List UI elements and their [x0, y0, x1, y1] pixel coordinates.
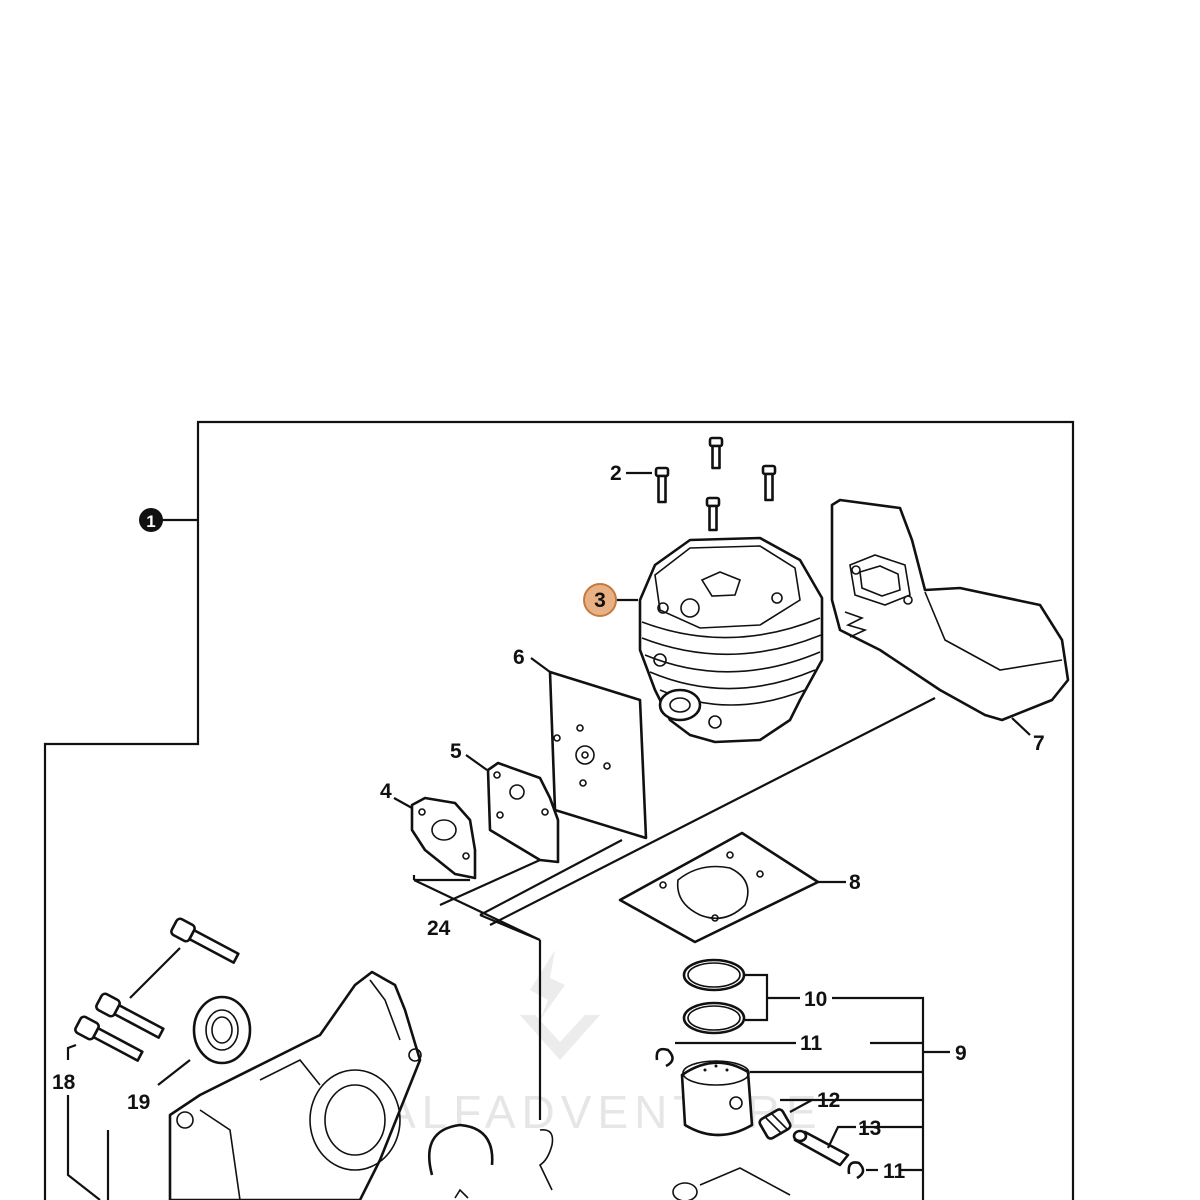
- callout-13: 13: [858, 1117, 881, 1140]
- partial-parts-bottom: [454, 1167, 791, 1200]
- crankcase-bolts: [74, 917, 240, 1062]
- piston: [680, 1060, 754, 1137]
- callout-7: 7: [1033, 732, 1045, 755]
- piston-circlip-upper: [655, 1047, 674, 1068]
- cylinder-gasket-8: [618, 831, 820, 944]
- gasket-4: [410, 796, 477, 880]
- callout-4: 4: [380, 780, 392, 803]
- retaining-ring: [427, 1123, 494, 1176]
- callout-10: 10: [804, 988, 827, 1011]
- callout-11-upper: 11: [800, 1032, 823, 1055]
- highlighted-callout-3: 3: [583, 583, 617, 617]
- callout-8: 8: [849, 871, 861, 894]
- crankcase: [168, 970, 422, 1200]
- cylinder: [638, 536, 824, 744]
- main-callout: 1: [139, 508, 198, 532]
- callout-3: 3: [594, 589, 606, 612]
- heat-shield: [830, 498, 1070, 722]
- spring-clip: [538, 1128, 554, 1191]
- callout-18: 18: [52, 1071, 76, 1094]
- piston-rings: [682, 958, 746, 1035]
- callout-2: 2: [610, 462, 622, 485]
- needle-bearing: [758, 1108, 792, 1140]
- piston-pin: [792, 1129, 850, 1167]
- callout-12: 12: [817, 1089, 840, 1112]
- callout-19: 19: [127, 1091, 150, 1114]
- piston-circlip-lower: [847, 1161, 865, 1180]
- main-callout-number: 1: [146, 512, 155, 531]
- gasket-6: [548, 670, 648, 840]
- callout-6: 6: [513, 646, 525, 669]
- leader-24: [412, 697, 936, 1120]
- assembly-frame: [43, 420, 1075, 1200]
- callout-5: 5: [450, 740, 462, 763]
- callout-11-lower: 11: [883, 1160, 906, 1183]
- callout-9: 9: [955, 1042, 967, 1065]
- bracket-9: [780, 996, 950, 1200]
- gasket-5: [486, 761, 560, 864]
- cylinder-screws: [654, 436, 777, 532]
- oil-seal: [192, 995, 252, 1065]
- callout-24: 24: [427, 917, 451, 940]
